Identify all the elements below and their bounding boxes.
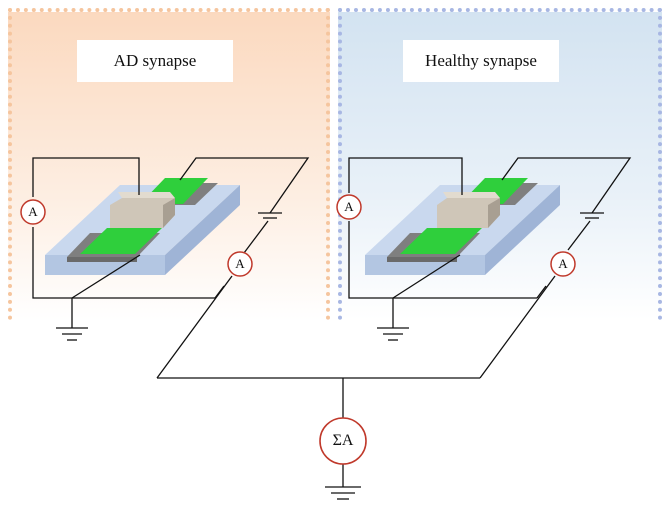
ad-transistor-device xyxy=(45,178,240,275)
healthy-gate-ammeter-ring xyxy=(336,194,362,220)
healthy-drain-ammeter-label: A xyxy=(558,256,568,271)
ad-gate-ammeter-ring xyxy=(20,199,46,225)
sum-ammeter-label: ΣA xyxy=(332,432,354,449)
ad-circuit-wires xyxy=(32,157,310,379)
ad-synapse-title: AD synapse xyxy=(77,40,233,82)
healthy-transistor-device xyxy=(365,178,560,275)
ad-drain-ammeter-ring xyxy=(227,251,253,277)
sum-ammeter-ring xyxy=(319,417,367,465)
healthy-drain-ammeter-ring xyxy=(550,251,576,277)
ad-drain-ammeter-label: A xyxy=(235,256,245,271)
healthy-synapse-title: Healthy synapse xyxy=(403,40,559,82)
ad-gate-ammeter-label: A xyxy=(28,204,38,219)
summing-bus-wires xyxy=(157,377,480,500)
healthy-gate-ammeter-label: A xyxy=(344,199,354,214)
healthy-circuit-wires xyxy=(348,157,632,379)
